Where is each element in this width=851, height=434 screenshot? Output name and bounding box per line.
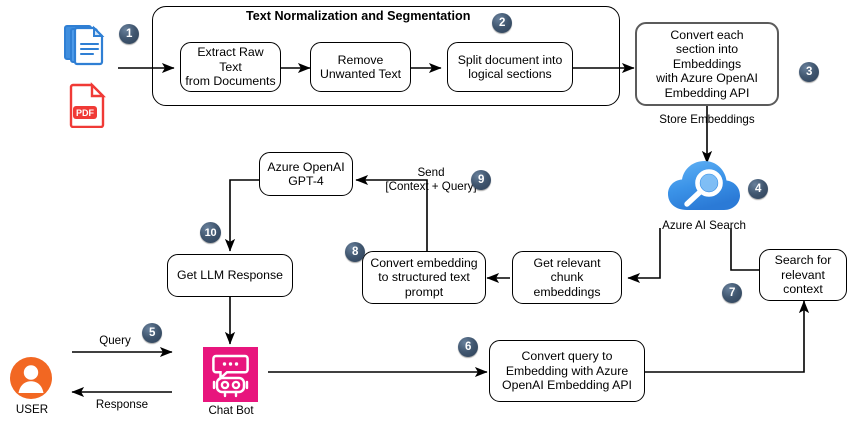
node-search-relevant-context[interactable]: Search for relevant context (759, 249, 847, 301)
chat-bot-caption: Chat Bot (208, 404, 254, 417)
wire-query-to-context (645, 300, 810, 373)
edge-label-send-context-query: Send [Context + Query] (385, 166, 477, 193)
step-badge-7: 7 (722, 283, 742, 303)
edge-label-response: Response (95, 398, 149, 411)
step-badge-4: 4 (748, 179, 768, 199)
node-split-document[interactable]: Split document into logical sections (447, 42, 573, 92)
edge-label-store-embeddings: Store Embeddings (659, 113, 755, 126)
wire-search-to-context (730, 228, 760, 271)
user-avatar-icon (8, 355, 54, 401)
node-get-llm-response[interactable]: Get LLM Response (167, 254, 293, 297)
node-azure-openai-gpt4[interactable]: Azure OpenAI GPT-4 (259, 152, 353, 196)
node-convert-sections-to-embeddings[interactable]: Convert each section into Embeddings wit… (635, 22, 779, 106)
node-extract-raw-text[interactable]: Extract Raw Text from Documents (180, 42, 281, 92)
step-badge-6: 6 (458, 337, 478, 357)
cloud-search-icon (666, 158, 742, 220)
text-normalization-group (152, 6, 620, 106)
step-badge-3: 3 (799, 62, 819, 82)
wire-search-to-chunks (627, 228, 661, 284)
step-badge-10: 10 (200, 222, 221, 243)
azure-ai-search-caption: Azure AI Search (662, 219, 746, 232)
node-convert-query-to-embedding[interactable]: Convert query to Embedding with Azure Op… (489, 340, 645, 402)
step-badge-2: 2 (492, 13, 512, 33)
step-badge-5: 5 (142, 323, 162, 343)
text-normalization-group-title: Text Normalization and Segmentation (246, 9, 471, 23)
wire-gpt4-to-llm-response (224, 179, 259, 252)
step-badge-8: 8 (345, 242, 365, 262)
pdf-label: PDF (76, 108, 95, 118)
step-badge-9: 9 (471, 170, 491, 190)
node-remove-unwanted-text[interactable]: Remove Unwanted Text (310, 42, 411, 92)
user-caption: USER (15, 403, 49, 416)
node-get-relevant-chunks[interactable]: Get relevant chunk embeddings (512, 251, 622, 304)
documents-stack-icon (62, 22, 116, 68)
edge-label-query: Query (99, 334, 131, 347)
pdf-file-icon: PDF (68, 82, 108, 129)
step-badge-1: 1 (119, 24, 139, 44)
chat-bot-icon (203, 347, 258, 402)
node-convert-embedding-to-prompt[interactable]: Convert embedding to structured text pro… (362, 251, 486, 304)
